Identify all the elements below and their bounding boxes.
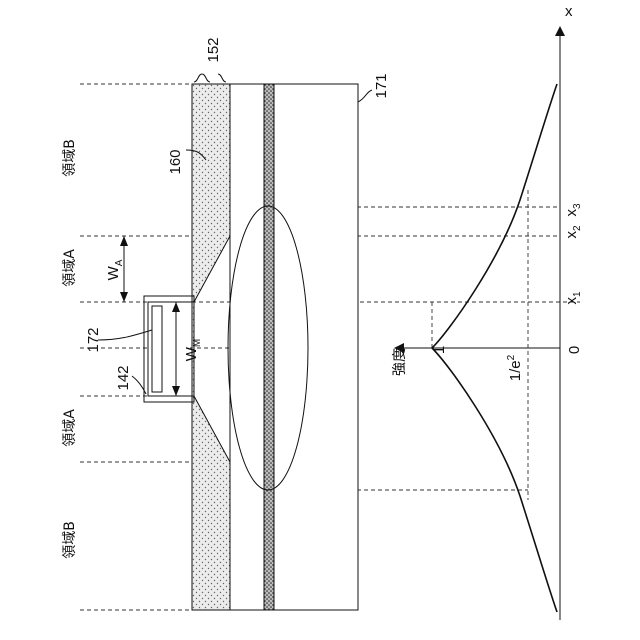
- ref-171-label: 171: [373, 73, 390, 98]
- wm-arrow-up: [172, 302, 180, 312]
- wa-arrow-up: [120, 236, 128, 246]
- wm-arrow-down: [172, 386, 180, 396]
- contact-172: [152, 306, 162, 392]
- ref-160-label: 160: [167, 149, 184, 174]
- ref-152-label: 152: [205, 37, 222, 62]
- brace-152: [194, 74, 210, 82]
- region-b-bottom-label: 領域B: [61, 521, 78, 559]
- ref-142-label: 142: [115, 365, 132, 390]
- substrate-171: [274, 84, 358, 610]
- intensity-axes: [394, 26, 565, 620]
- x-axis-label: x: [565, 3, 573, 20]
- x1-label: x1: [563, 291, 583, 305]
- region-a-bottom-label: 領域A: [61, 409, 78, 447]
- brace-152-right: [218, 74, 226, 82]
- one-label: 1: [431, 346, 448, 354]
- inv-e2-label: 1/e2: [506, 354, 524, 381]
- x3-label: x3: [563, 203, 583, 217]
- x-axis-arrow: [555, 26, 565, 36]
- intensity-label: 強度: [392, 348, 408, 376]
- region-a-top-label: 領域A: [61, 249, 78, 287]
- wm-label: WM: [183, 339, 203, 362]
- ref-172-label: 172: [85, 327, 102, 352]
- wa-arrow-down: [120, 292, 128, 302]
- region-b-top-label: 領域B: [61, 139, 78, 177]
- zero-label: 0: [566, 346, 583, 354]
- leader-171: [358, 90, 372, 102]
- x2-label: x2: [563, 225, 583, 239]
- wa-label: WA: [105, 259, 125, 280]
- active-layer: [264, 84, 274, 610]
- upper-layer: [230, 84, 264, 610]
